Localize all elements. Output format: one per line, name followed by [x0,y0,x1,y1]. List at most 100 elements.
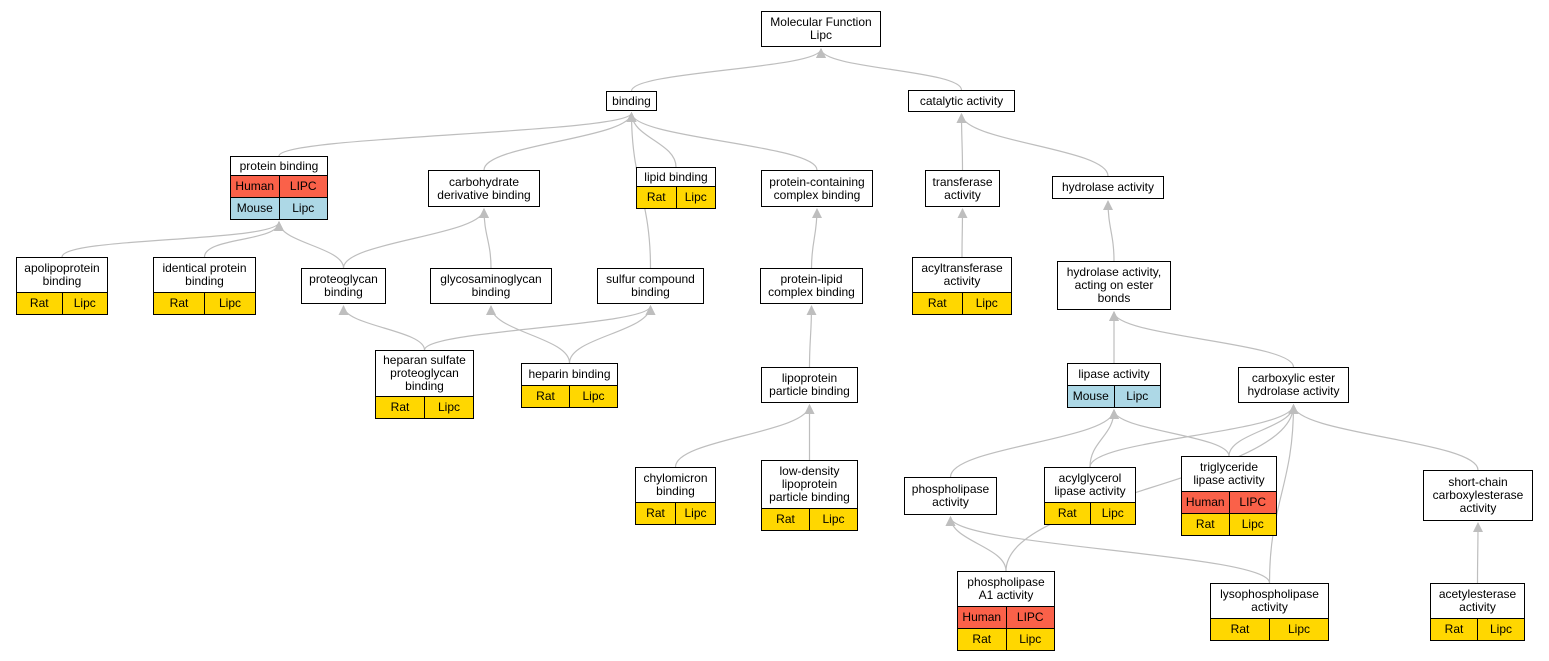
gene-cell[interactable]: Lipc [675,503,715,524]
gene-cell[interactable]: Lipc [1477,619,1524,640]
gene-cell[interactable]: Lipc [675,187,716,208]
go-term-label-line: catalytic activity [919,93,1004,108]
go-term-binding[interactable]: binding [606,91,657,111]
go-term-label-line: binding [405,379,444,393]
edge-heparan-sulfate-proteoglycan-binding-to-sulfur-compound-binding [423,305,656,351]
go-term-label: hydrolase activity [1053,177,1163,198]
go-term-label-line: derivative binding [437,187,531,202]
ortholog-row-rat[interactable]: Rat Lipc [1431,618,1524,640]
go-term-label-line: Lipc [809,28,832,42]
gene-cell[interactable]: Lipc [424,397,473,418]
gene-cell[interactable]: Lipc [961,293,1012,314]
go-term-label-line: lipase activity [1193,473,1265,487]
gene-cell[interactable]: Lipc [1005,629,1055,650]
edge-heparin-binding-to-sulfur-compound-binding [568,305,656,364]
gene-cell[interactable]: LIPC [278,176,328,197]
go-term-hydrolase-activity[interactable]: hydrolase activity [1052,176,1164,199]
gene-cell[interactable]: Lipc [809,509,857,530]
species-cell: Rat [1444,622,1464,636]
go-term-label-line: chylomicron [643,471,708,485]
edge-acylglycerol-lipase-activity-to-carboxylic-ester-hydrolase-activity [1089,404,1299,468]
ortholog-row-rat[interactable]: Rat Lipc [154,292,255,314]
ortholog-row-rat[interactable]: Rat Lipc [376,396,473,418]
go-term-label-line: acting on ester [1074,278,1154,292]
gene-cell[interactable]: Lipc [1113,386,1161,407]
species-cell: Rat [169,296,189,310]
edge-identical-protein-binding-to-protein-binding [203,221,284,258]
gene-cell[interactable]: Lipc [61,293,108,314]
go-term-label-line: complex binding [768,285,855,299]
edge-phospholipase-a1-activity-to-carboxylic-ester-hydrolase-activity [1005,404,1299,572]
gene-cell[interactable]: LIPC [1005,607,1055,628]
edge-catalytic-activity-to-molecular-function [816,48,963,91]
species-cell: Rat [390,400,410,414]
gene-cell[interactable]: Lipc [204,293,255,314]
edge-acylglycerol-lipase-activity-to-lipase-activity [1089,409,1119,468]
go-term-label-line: lysophospholipase [1220,587,1319,601]
edge-triglyceride-lipase-activity-to-carboxylic-ester-hydrolase-activity [1228,404,1299,457]
gene-cell[interactable]: Lipc [1269,619,1328,640]
gene-cell[interactable]: Lipc [1089,503,1136,524]
go-term-label-line: short-chain [1448,475,1508,489]
go-term-catalytic-activity[interactable]: catalytic activity [908,90,1015,112]
gene-cell[interactable]: Lipc [278,198,328,219]
go-term-label-line: protein-containing [769,174,865,189]
go-term-label-line: binding [324,285,363,299]
go-term-label-line: lipase activity [1054,484,1126,498]
gene-cell[interactable]: LIPC [1228,492,1277,513]
edge-proteoglycan-binding-to-protein-binding [274,221,345,269]
go-term-label: lipase activity [1068,364,1160,385]
gene-cell[interactable]: Lipc [569,386,617,407]
gene-cell[interactable]: Lipc [1228,514,1277,535]
go-term-label-line: binding [612,93,651,108]
